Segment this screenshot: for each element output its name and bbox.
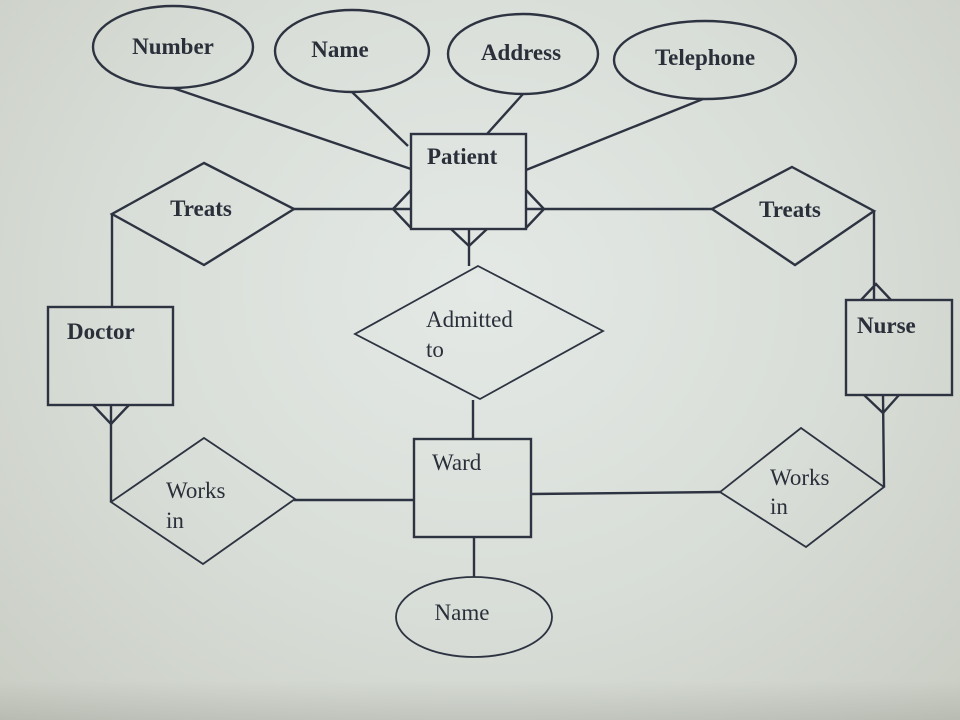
- attribute-telephone-shape: [612, 19, 798, 101]
- attribute-name-shape: [273, 8, 431, 94]
- attribute-number-shape: [91, 4, 255, 90]
- attribute-name-label: Name: [311, 37, 368, 62]
- entity-nurse[interactable]: Nurse: [844, 298, 954, 397]
- connector-telephone-patient: [525, 97, 704, 172]
- connector-address-patient: [486, 93, 524, 135]
- entity-ward-box: [412, 437, 533, 539]
- relationship-doctor-works-in-label-line1: Works: [166, 478, 226, 503]
- relationship-nurse-works-in-shape: [718, 426, 886, 549]
- relationship-nurse-treats-label: Treats: [759, 197, 821, 222]
- attribute-ward-name[interactable]: Name: [395, 576, 553, 658]
- relationship-admitted-to-label-line1: Admitted: [426, 307, 513, 332]
- relationship-doctor-works-in[interactable]: Works in: [109, 436, 297, 566]
- crowfoot-patient-left: [391, 189, 412, 229]
- entity-nurse-box: [844, 298, 954, 397]
- relationship-nurse-works-in[interactable]: Works in: [718, 426, 886, 549]
- relationship-admitted-to-label-line2: to: [426, 337, 444, 362]
- relationship-doctor-treats[interactable]: Treats: [109, 161, 297, 267]
- entity-ward[interactable]: Ward: [412, 437, 533, 539]
- attribute-address[interactable]: Address: [446, 12, 600, 96]
- connector-ward-worksin-right: [530, 490, 721, 496]
- crowfoot-patient-bottom: [450, 228, 488, 248]
- entity-ward-label: Ward: [432, 450, 482, 475]
- entity-doctor-label: Doctor: [67, 319, 135, 344]
- attribute-name[interactable]: Name: [273, 8, 431, 94]
- attribute-number[interactable]: Number: [91, 4, 255, 90]
- entity-patient-box: [409, 132, 528, 231]
- relationship-nurse-treats[interactable]: Treats: [709, 165, 877, 267]
- relationship-doctor-treats-shape: [109, 161, 297, 267]
- crowfoot-doctor-bottom: [92, 404, 130, 426]
- entity-doctor-box: [46, 305, 175, 407]
- attribute-telephone-label: Telephone: [655, 45, 755, 70]
- connector-name-patient: [351, 91, 409, 147]
- attribute-telephone[interactable]: Telephone: [612, 19, 798, 101]
- photo-edge-shadow: [0, 680, 960, 720]
- attribute-ward-name-label: Name: [435, 600, 490, 625]
- attribute-address-shape: [446, 12, 600, 96]
- attribute-ward-name-shape: [395, 576, 553, 658]
- relationship-doctor-treats-label: Treats: [170, 196, 232, 221]
- entity-doctor[interactable]: Doctor: [46, 305, 175, 407]
- entity-patient-label: Patient: [427, 144, 498, 169]
- attribute-address-label: Address: [481, 40, 561, 65]
- relationship-doctor-works-in-label-line2: in: [166, 508, 184, 533]
- connectors: [92, 86, 900, 577]
- crowfoot-patient-right: [525, 189, 546, 229]
- relationship-admitted-to[interactable]: Admitted to: [353, 264, 605, 401]
- crowfoot-nurse-top: [860, 282, 892, 301]
- connector-nurse-worksin: [881, 394, 886, 488]
- relationship-admitted-to-shape: [353, 264, 605, 401]
- entity-nurse-label: Nurse: [857, 313, 916, 338]
- relationship-doctor-works-in-shape: [109, 436, 297, 566]
- relationship-nurse-works-in-label-line1: Works: [770, 465, 830, 490]
- relationship-nurse-works-in-label-line2: in: [770, 494, 788, 519]
- entity-patient[interactable]: Patient: [409, 132, 528, 231]
- relationship-nurse-treats-shape: [709, 165, 877, 267]
- crowfoot-nurse-bottom: [863, 394, 900, 415]
- attribute-number-label: Number: [132, 34, 214, 59]
- connector-number-patient: [172, 86, 412, 171]
